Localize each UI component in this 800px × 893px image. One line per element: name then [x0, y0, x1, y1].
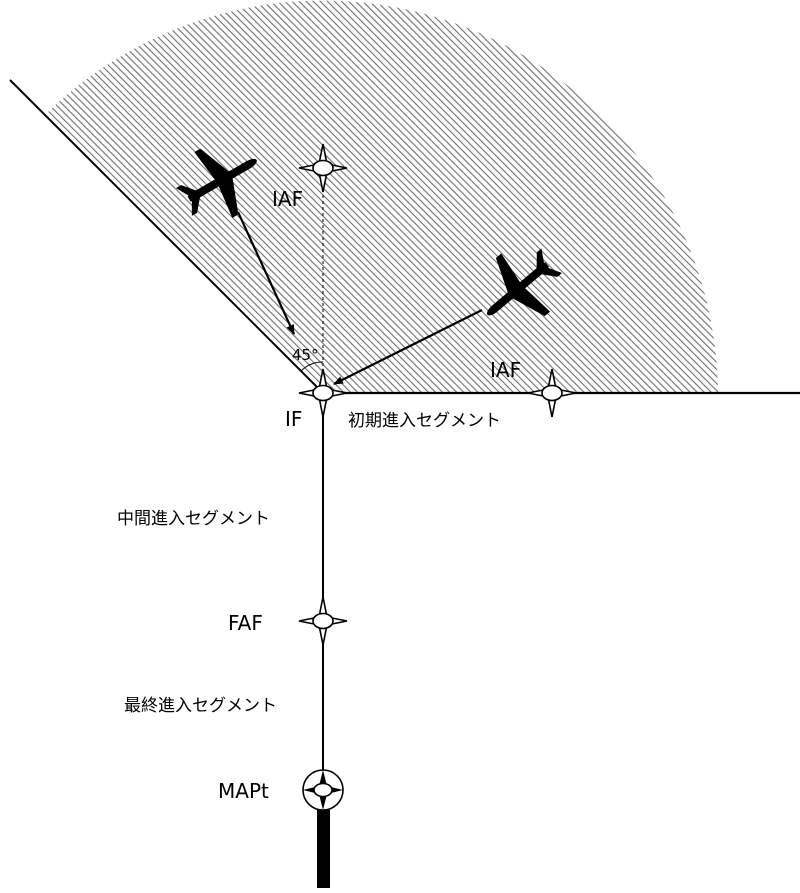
boundary-line-northwest — [9, 79, 324, 394]
iaf-top-label: IAF — [272, 187, 303, 211]
faf-label: FAF — [228, 611, 263, 635]
if-label: IF — [285, 407, 302, 431]
runway-icon — [317, 810, 330, 888]
hatched-area — [45, 0, 718, 393]
mapt-fix-icon — [302, 769, 344, 811]
mapt-label: MAPt — [218, 779, 269, 803]
aircraft-track-arrow — [333, 309, 483, 385]
iaf-right-label: IAF — [490, 358, 521, 382]
initial-segment-label: 初期進入セグメント — [348, 411, 501, 431]
angle-label: 45° — [292, 346, 319, 364]
final-segment-label: 最終進入セグメント — [124, 696, 277, 716]
fix-icon-faf — [298, 596, 348, 646]
aircraft-track-arrow — [237, 211, 295, 335]
angle-arc — [300, 361, 324, 372]
intermediate-segment-label: 中間進入セグメント — [117, 509, 270, 529]
